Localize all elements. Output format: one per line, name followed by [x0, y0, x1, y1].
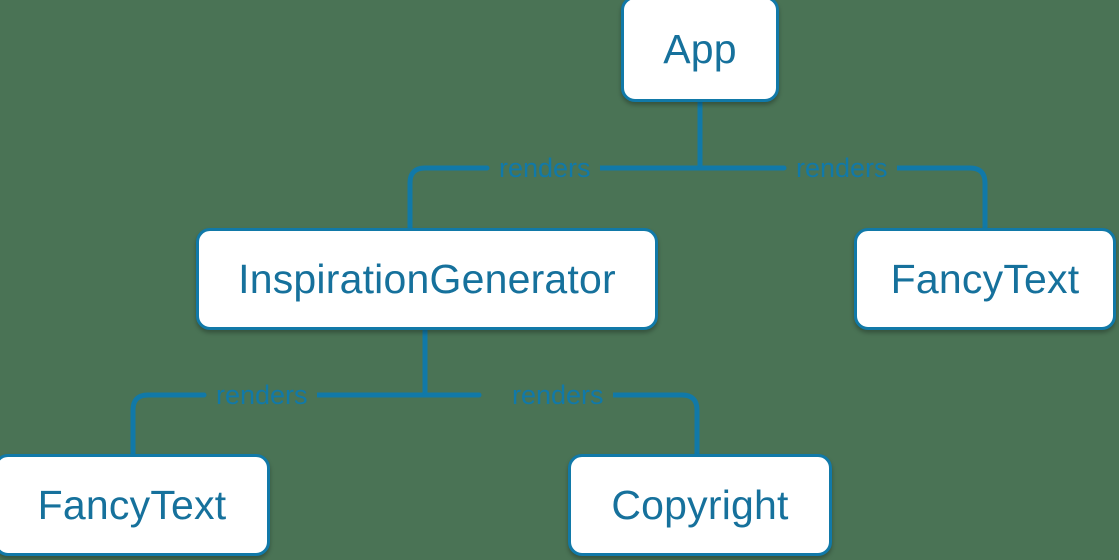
node-app-label: App — [663, 25, 737, 72]
edge-label-app-to-fancytext: renders — [787, 155, 897, 182]
edge-label-inspiration-to-copyright: renders — [503, 382, 613, 409]
edge-inspiration-to-fancytext-elbow — [130, 392, 151, 457]
node-fancytext-right[interactable]: FancyText — [854, 228, 1116, 330]
node-copyright-label: Copyright — [611, 481, 789, 528]
node-app[interactable]: App — [621, 0, 779, 102]
node-inspiration-generator-label: InspirationGenerator — [238, 255, 616, 302]
edge-app-to-inspiration-elbow — [407, 165, 428, 231]
node-inspiration-generator[interactable]: InspirationGenerator — [196, 228, 658, 330]
node-fancytext-left[interactable]: FancyText — [0, 454, 270, 556]
edge-inspiration-to-copyright-elbow — [679, 392, 700, 457]
edge-label-inspiration-to-fancytext: renders — [207, 382, 317, 409]
node-fancytext-right-label: FancyText — [890, 255, 1080, 302]
edge-label-app-to-inspiration: renders — [490, 155, 600, 182]
node-fancytext-left-label: FancyText — [37, 481, 227, 528]
edge-app-to-fancytext-elbow — [967, 165, 988, 231]
node-copyright[interactable]: Copyright — [568, 454, 832, 556]
